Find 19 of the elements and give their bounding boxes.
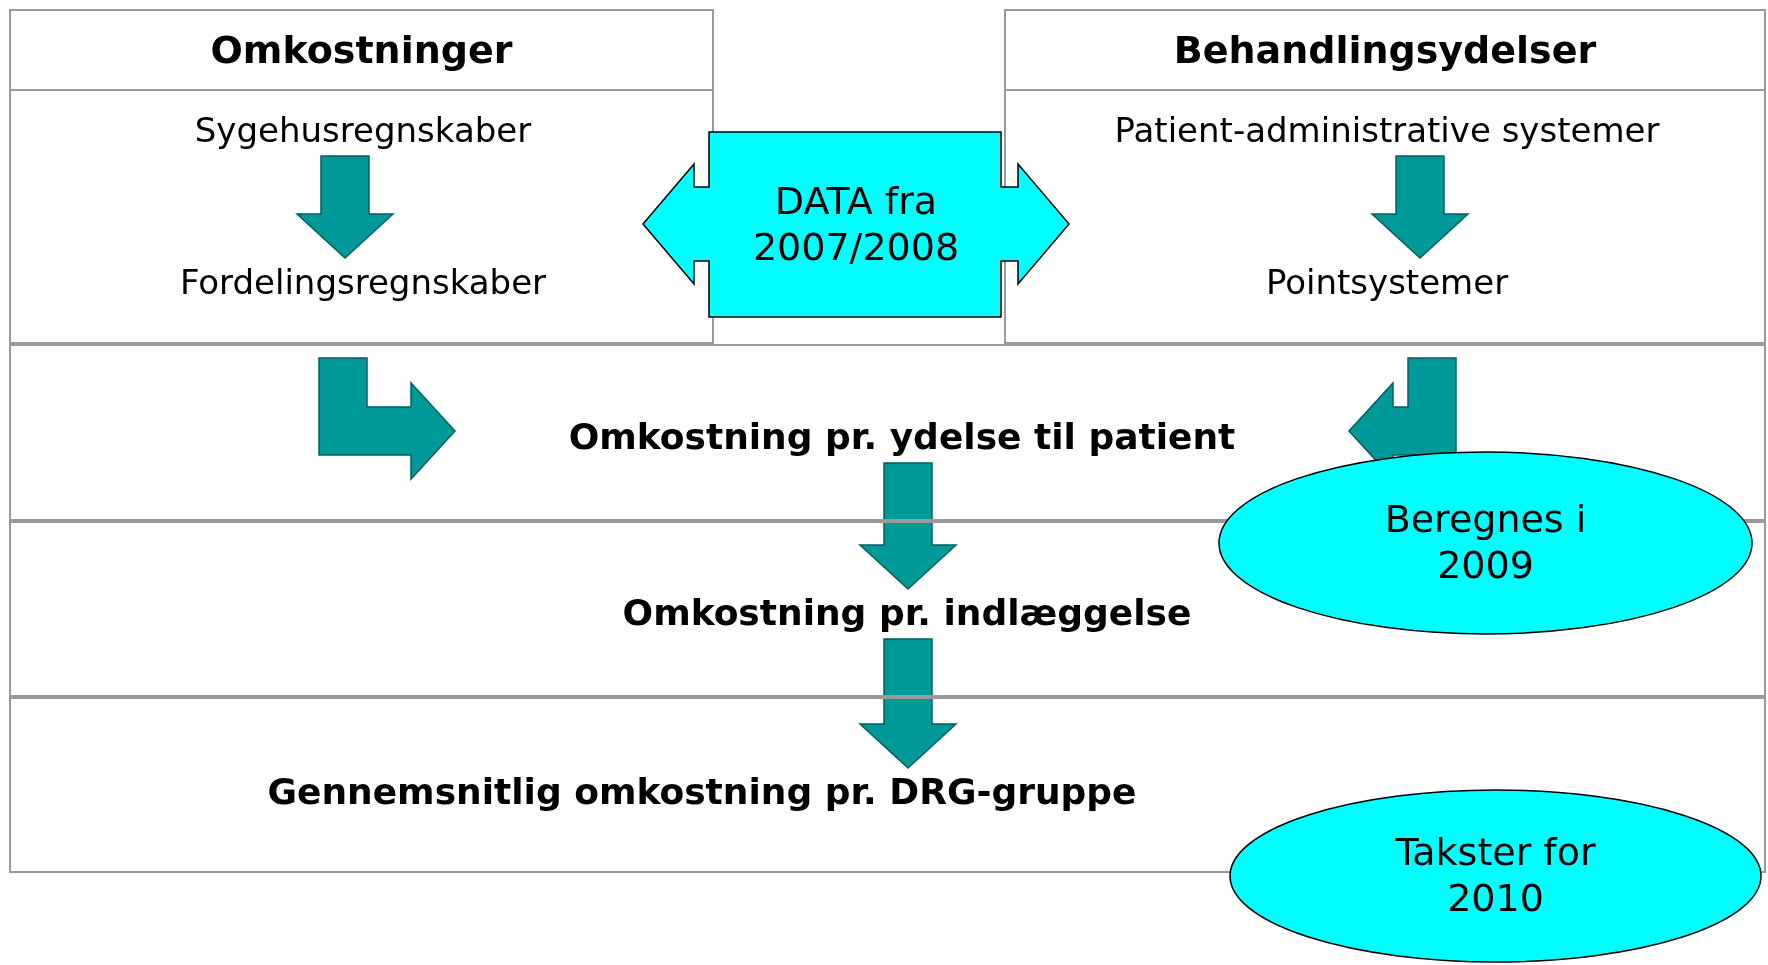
source-label: Fordelingsregnskaber (42, 260, 684, 304)
block-arrow (858, 462, 958, 590)
step-label: Omkostning pr. indlæggelse (621, 591, 1193, 635)
block-arrow (858, 638, 958, 769)
double-arrow-callout (643, 132, 1069, 317)
callout-ellipse (1229, 789, 1762, 963)
source-label: Sygehusregnskaber (42, 108, 684, 152)
block-arrow (318, 357, 456, 481)
step-label: Omkostning pr. ydelse til patient (567, 415, 1237, 459)
callout-text: Takster for 2010 (1394, 830, 1597, 922)
source-label: Patient-administrative systemer (1012, 108, 1762, 152)
block-arrow (295, 155, 395, 259)
data-period-text: DATA fra 2007/2008 (752, 178, 960, 271)
column-heading: Omkostninger (210, 28, 513, 72)
callout-text: Beregnes i 2009 (1383, 497, 1588, 589)
source-label: Pointsystemer (1012, 260, 1762, 304)
step-label: Gennemsnitlig omkostning pr. DRG-gruppe (266, 770, 1138, 814)
column-heading: Behandlingsydelser (1173, 28, 1597, 72)
block-arrow (1370, 155, 1470, 259)
